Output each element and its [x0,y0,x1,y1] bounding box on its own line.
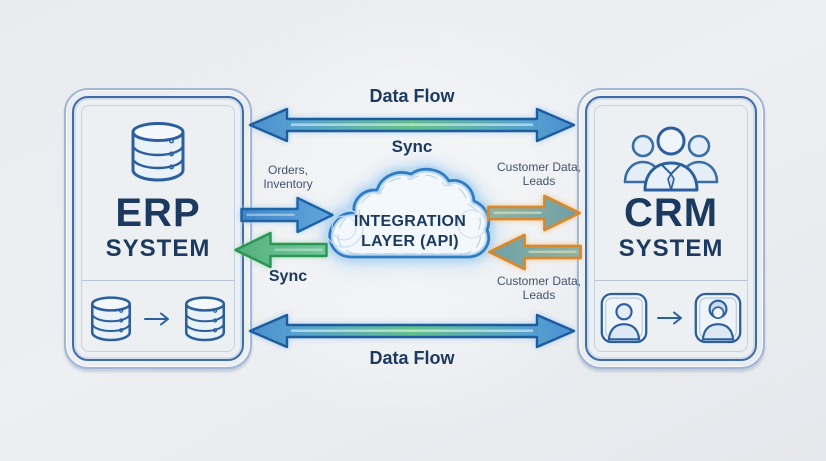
erp-section-divider [82,280,234,281]
database-icon [184,296,226,342]
arrow-right-icon [657,311,682,325]
crm-system-box: CRM SYSTEM [577,88,765,369]
customer-data-top-label: Customer Data, Leads [496,160,582,188]
database-icon [131,122,185,182]
crm-subtitle: SYSTEM [618,235,724,262]
orders-inventory-arrow [240,196,334,234]
crm-contact-migration-row [579,292,763,344]
cloud-icon [324,165,493,261]
users-group-icon [623,126,719,192]
erp-subtitle: SYSTEM [105,235,211,262]
bottom-bidirectional-arrow [248,313,576,349]
left-sync-label: Sync [268,268,308,285]
orders-inventory-label: Orders, Inventory [263,163,313,191]
bottom-data-flow-label: Data Flow [369,348,455,368]
cloud-label-line2: LAYER (API) [361,233,459,250]
erp-title: ERP [115,191,201,235]
sync-to-erp-arrow [234,231,328,269]
erp-box-detail-frame [81,105,235,352]
crm-title: CRM [623,191,719,235]
customer-data-to-cloud-arrow [488,233,582,271]
erp-data-migration-row [66,292,250,346]
person-card-icon [600,292,648,344]
person-card-female-icon [694,292,742,344]
arrow-right-icon [144,312,169,326]
integration-cloud: INTEGRATION LAYER (API) [322,164,498,280]
crm-section-divider [595,280,747,281]
database-icon [90,296,132,342]
erp-system-box: ERP SYSTEM [64,88,252,369]
customer-data-bottom-label: Customer Data, Leads [496,274,582,302]
top-bidirectional-arrow [248,107,576,143]
crm-box-detail-frame [594,105,748,352]
top-data-flow-label: Data Flow [369,86,455,106]
customer-data-to-crm-arrow [487,194,581,232]
cloud-label-line1: INTEGRATION [353,213,467,230]
top-sync-label: Sync [391,137,433,156]
cloud-label: INTEGRATION LAYER (API) [322,212,498,252]
